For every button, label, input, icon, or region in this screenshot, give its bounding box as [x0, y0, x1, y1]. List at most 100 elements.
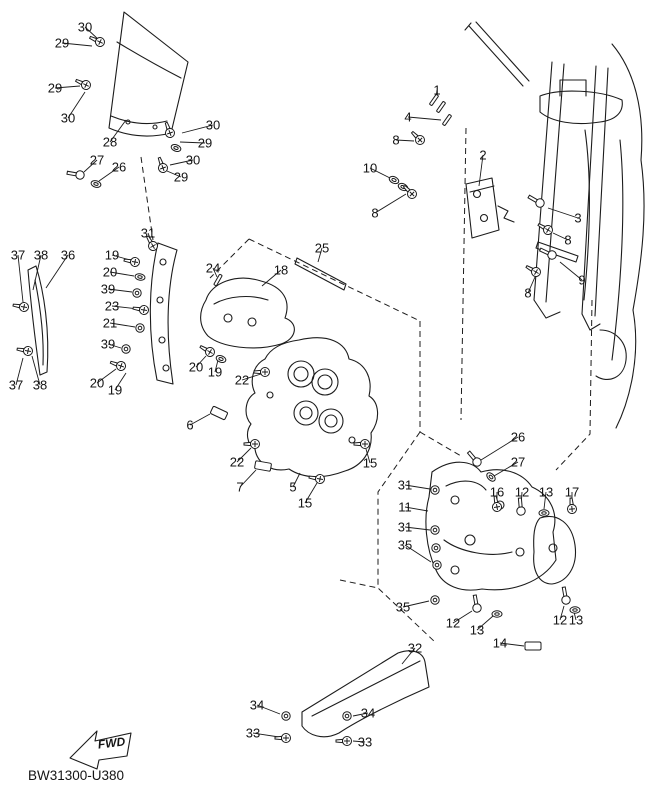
- leader-line: [236, 447, 252, 463]
- part-callout-31: 31: [398, 478, 412, 493]
- leader-line: [256, 704, 281, 715]
- pin-icon: [429, 94, 439, 106]
- part-callout-3: 3: [574, 211, 581, 226]
- washer-icon: [134, 273, 146, 281]
- leader-line: [499, 642, 525, 647]
- part-wing-panel: [301, 650, 430, 738]
- leader-line: [67, 91, 86, 119]
- part-callout-29: 29: [198, 136, 212, 151]
- leader-line: [552, 232, 569, 241]
- part-callout-27: 27: [90, 153, 104, 168]
- part-callout-15: 15: [298, 496, 312, 511]
- part-callout-10: 10: [363, 161, 377, 176]
- leader-line: [15, 357, 24, 386]
- part-callout-39: 39: [101, 337, 115, 352]
- leader-line: [84, 26, 100, 41]
- leader-line: [54, 85, 81, 89]
- part-inner-panel: [245, 337, 379, 478]
- part-callout-12: 12: [553, 613, 567, 628]
- leader-line: [404, 544, 432, 563]
- leader-line: [181, 124, 214, 134]
- leader-line: [166, 170, 182, 178]
- part-callout-12: 12: [515, 485, 529, 500]
- part-callout-26: 26: [112, 160, 126, 175]
- part-callout-14: 14: [493, 636, 507, 651]
- leader-line: [214, 359, 219, 373]
- part-callout-22: 22: [230, 455, 244, 470]
- screw-icon: [164, 121, 175, 138]
- leader-line: [543, 491, 547, 510]
- part-callout-27: 27: [511, 455, 525, 470]
- leader-line: [352, 740, 366, 743]
- part-callout-22: 22: [235, 373, 249, 388]
- leader-line: [239, 469, 257, 488]
- leader-line: [292, 472, 301, 488]
- leader-line: [32, 254, 42, 291]
- screw-icon: [74, 78, 91, 90]
- leader-line: [261, 269, 282, 287]
- diagram-artwork: [27, 11, 645, 738]
- leader-line: [374, 193, 407, 214]
- part-callout-29: 29: [55, 36, 69, 51]
- washer-icon: [388, 175, 400, 185]
- washer-icon: [538, 509, 550, 517]
- ring-icon: [135, 323, 145, 333]
- pin-icon: [442, 114, 452, 126]
- leader-line: [452, 610, 473, 624]
- part-callout-38: 38: [33, 378, 47, 393]
- ring-icon: [132, 288, 142, 298]
- part-lower-bracket: [425, 461, 557, 591]
- leader-line: [83, 159, 98, 173]
- screw-icon: [353, 439, 370, 449]
- part-callout-20: 20: [90, 376, 104, 391]
- part-callout-8: 8: [524, 286, 531, 301]
- fwd-label: FWD: [97, 734, 126, 751]
- leader-line: [109, 322, 136, 328]
- screw-icon: [274, 733, 291, 743]
- leader-line: [107, 288, 133, 293]
- part-callout-18: 18: [274, 263, 288, 278]
- screw-icon: [199, 344, 215, 357]
- part-callout-33: 33: [358, 735, 372, 750]
- leader-lines: [15, 26, 583, 743]
- ring-icon: [121, 344, 131, 354]
- part-callout-35: 35: [398, 538, 412, 553]
- leader-line: [17, 254, 24, 303]
- part-callout-13: 13: [569, 613, 583, 628]
- leader-line: [559, 261, 583, 281]
- leader-line: [480, 436, 519, 461]
- leader-line: [402, 600, 430, 608]
- screw-icon: [123, 257, 140, 267]
- part-callout-31: 31: [398, 520, 412, 535]
- ring-icon: [281, 711, 291, 721]
- part-callout-38: 38: [34, 248, 48, 263]
- part-callout-30: 30: [206, 118, 220, 133]
- leader-line: [212, 267, 218, 278]
- screw-icon: [12, 302, 29, 312]
- part-callout-31: 31: [141, 226, 155, 241]
- leader-line: [31, 355, 41, 386]
- leader-line: [527, 276, 536, 294]
- part-callout-26: 26: [511, 430, 525, 445]
- part-callout-20: 20: [103, 265, 117, 280]
- part-callout-25: 25: [315, 241, 329, 256]
- part-stay-bracket: [465, 177, 515, 239]
- leader-line: [109, 119, 127, 143]
- ring-icon: [430, 525, 440, 535]
- ring-icon: [431, 543, 441, 553]
- part-callout-19: 19: [208, 365, 222, 380]
- leader-line: [45, 254, 69, 289]
- part-callout-35: 35: [396, 600, 410, 615]
- fastener-icons: [12, 35, 581, 746]
- part-callout-34: 34: [361, 706, 375, 721]
- part-windshield: [108, 11, 189, 137]
- leader-line: [169, 159, 194, 166]
- screw-icon: [157, 156, 168, 173]
- screw-icon: [537, 222, 553, 235]
- screw-icon: [335, 736, 352, 746]
- part-callout-33: 33: [246, 726, 260, 741]
- diagram-code: BW31300-U380: [28, 768, 124, 783]
